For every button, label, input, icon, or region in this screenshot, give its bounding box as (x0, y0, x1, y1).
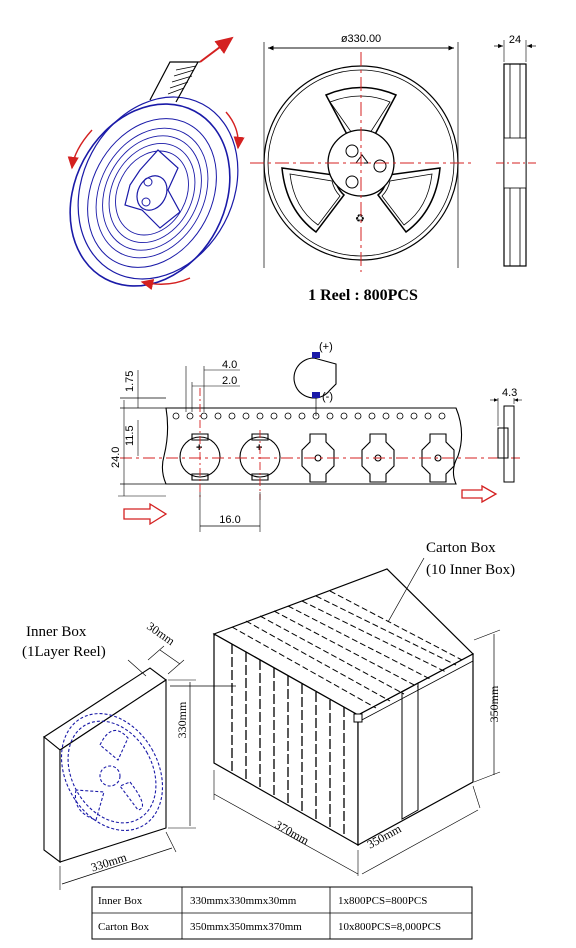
dim-width: 24.0 (110, 447, 122, 468)
spec-table: Inner Box 330mmx330mmx30mm 1x800PCS=800P… (91, 886, 473, 940)
inner-height-label: 330mm (175, 701, 189, 738)
carton-label-line2: (10 Inner Box) (426, 562, 515, 578)
reel-width-label: 24 (509, 34, 521, 46)
svg-text:+: + (256, 442, 262, 454)
row-name: Carton Box (98, 921, 150, 933)
row-size: 350mmx350mmx370mm (190, 921, 302, 933)
dim-thickness: 4.3 (502, 387, 517, 399)
inner-label-line2: (1Layer Reel) (22, 644, 106, 660)
carrier-tape: + + (110, 341, 522, 532)
carton-length-label: 370mm (273, 817, 312, 847)
rotation-arrow-right (225, 111, 245, 150)
rotation-arrow-bottom (140, 277, 191, 290)
svg-text:+: + (196, 442, 202, 454)
table-row: Inner Box 330mmx330mmx30mm 1x800PCS=800P… (98, 895, 427, 907)
rotation-arrow-left (67, 129, 93, 170)
reel-side-view: 24 (494, 34, 536, 267)
carton-box-drawing: 350mm 370mm 350mm Carton Box (10 Inner B… (212, 540, 515, 876)
reel-diameter-label: ø330.00 (341, 33, 381, 45)
table-row: Carton Box 350mmx350mmx370mm 10x800PCS=8… (98, 921, 441, 933)
reel-perspective (67, 36, 245, 290)
reel-capacity-caption: 1 Reel : 800PCS (308, 287, 418, 304)
dim-center: 11.5 (124, 425, 136, 446)
polarity-negative-label: (-) (322, 391, 333, 403)
dim-edge: 1.75 (124, 371, 136, 392)
unwind-direction-arrow (199, 36, 234, 63)
feed-arrow-right (461, 484, 498, 504)
row-name: Inner Box (98, 895, 143, 907)
inner-label-line1: Inner Box (26, 624, 87, 640)
carton-height-label: 350mm (487, 685, 501, 722)
inner-depth-label: 30mm (144, 619, 178, 648)
inner-box-drawing: 30mm 330mm 330mm Inner Box (1Layer Reel) (22, 619, 236, 890)
row-size: 330mmx330mmx30mm (190, 895, 297, 907)
part-polarity-detail: (+) (-) (293, 341, 337, 416)
dim-pitch-small: 4.0 (222, 359, 237, 371)
dim-offset: 2.0 (222, 375, 237, 387)
polarity-positive-label: (+) (319, 341, 333, 353)
reel-front-view: ♻ ø330.00 (250, 33, 472, 272)
carton-label-line1: Carton Box (426, 540, 496, 556)
dim-pocket-pitch: 16.0 (219, 514, 240, 526)
row-qty: 1x800PCS=800PCS (338, 895, 427, 907)
inner-width-label: 330mm (89, 850, 129, 875)
svg-text:♻: ♻ (355, 213, 365, 225)
row-qty: 10x800PCS=8,000PCS (338, 921, 441, 933)
feed-arrow-left (123, 502, 168, 526)
